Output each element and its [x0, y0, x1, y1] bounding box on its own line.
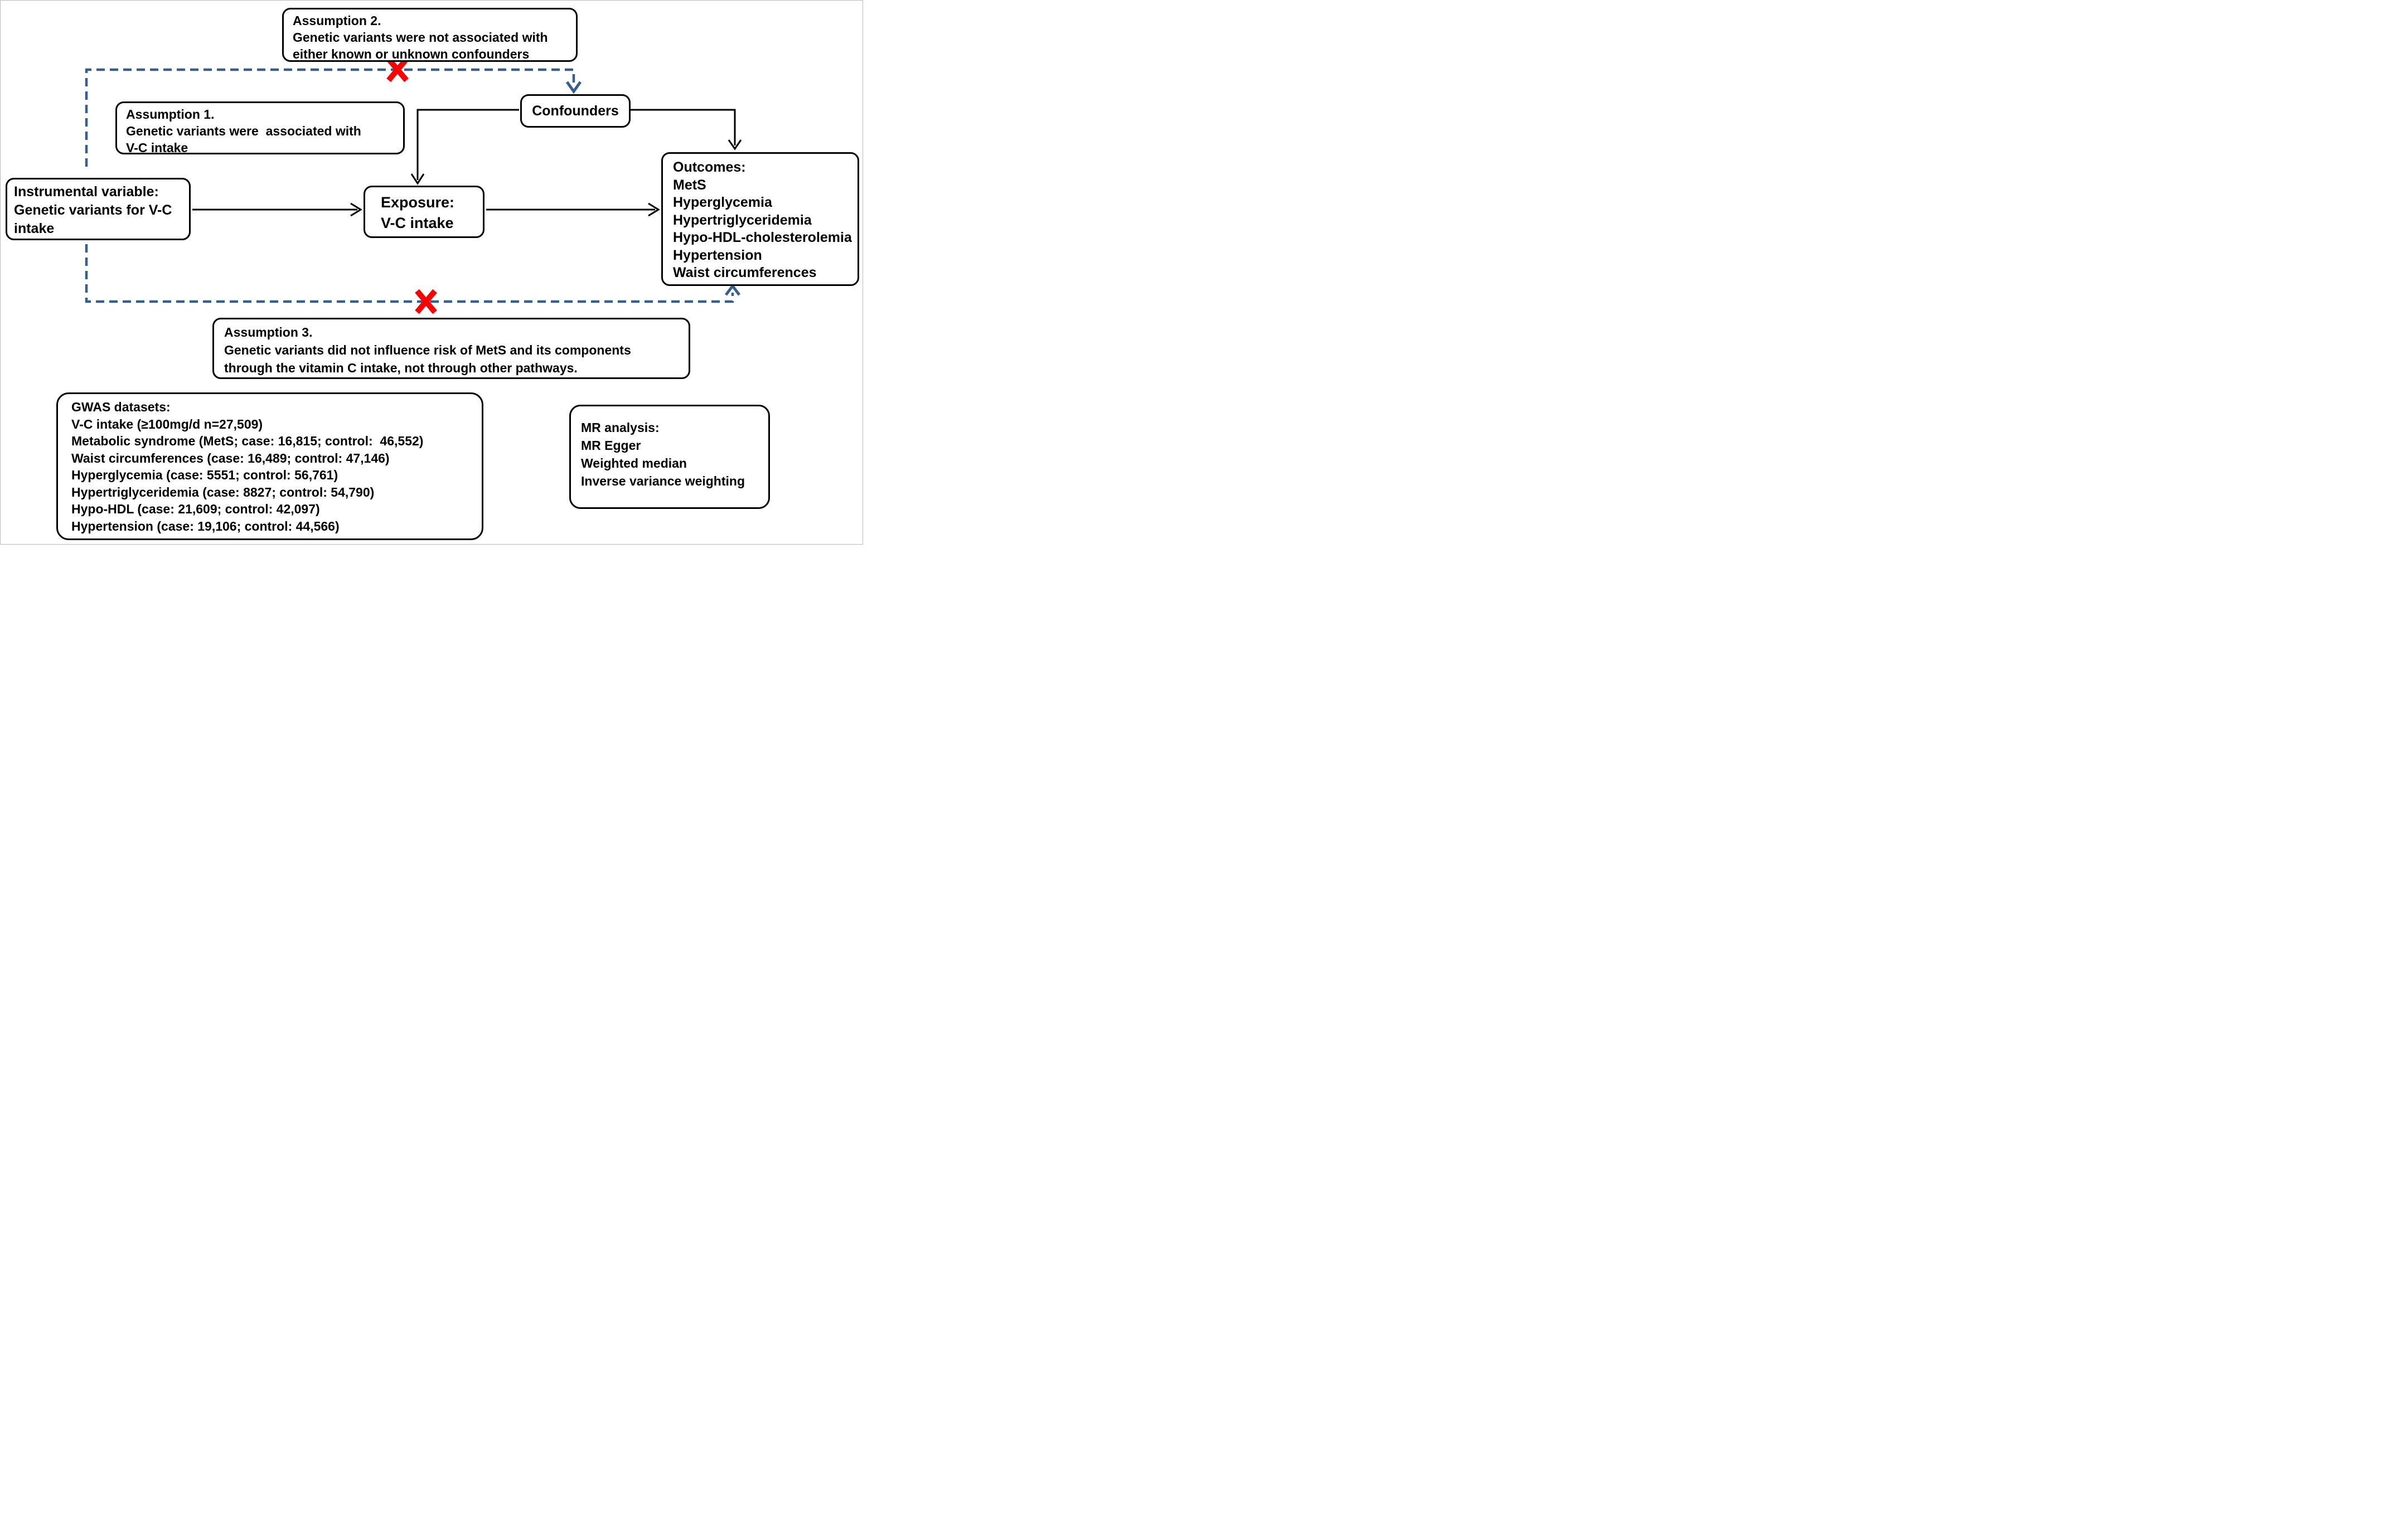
instrumental-line: Genetic variants for V-C — [14, 202, 172, 218]
connector-layer — [85, 57, 742, 314]
assumption1-line: V-C intake — [126, 140, 188, 155]
assumption2-line: Genetic variants were not associated wit… — [293, 30, 548, 45]
gwas-item: Hyperglycemia (case: 5551; control: 56,7… — [71, 468, 338, 482]
gwas-item: Hypo-HDL (case: 21,609; control: 42,097) — [71, 502, 320, 516]
mr-analysis-item: MR Egger — [581, 438, 641, 453]
gwas-title: GWAS datasets: — [71, 400, 171, 414]
arrow-confounders-to-outcomes — [631, 109, 742, 151]
assumption1-box: Assumption 1. Genetic variants were asso… — [115, 101, 405, 155]
assumption2-line: either known or unknown confounders — [293, 47, 530, 61]
dashed-arrow-iv-to-confounders — [85, 68, 582, 167]
outcomes-box: Outcomes: MetS Hyperglycemia Hypertrigly… — [661, 152, 859, 286]
assumption3-line: Genetic variants did not influence risk … — [224, 343, 631, 357]
mr-analysis-item: Inverse variance weighting — [581, 474, 745, 488]
instrumental-line: intake — [14, 221, 55, 236]
assumption2-box: Assumption 2. Genetic variants were not … — [282, 8, 578, 62]
mr-analysis-box: MR analysis: MR Egger Weighted median In… — [569, 405, 770, 509]
arrow-iv-to-exposure — [192, 202, 362, 217]
instrumental-line: Instrumental variable: — [14, 184, 159, 200]
outcomes-item: Hyperglycemia — [673, 195, 772, 210]
gwas-item: Hypertriglyceridemia (case: 8827; contro… — [71, 484, 375, 499]
outcomes-item: Hypertriglyceridemia — [673, 212, 812, 228]
arrow-confounders-to-exposure — [410, 109, 519, 185]
gwas-datasets-box: GWAS datasets: V-C intake (≥100mg/d n=27… — [56, 392, 483, 540]
gwas-item: Waist circumferences (case: 16,489; cont… — [71, 450, 390, 465]
mr-analysis-title: MR analysis: — [581, 420, 660, 435]
assumption3-box: Assumption 3. Genetic variants did not i… — [212, 318, 690, 379]
red-cross-bottom-icon — [415, 289, 437, 314]
dashed-arrow-iv-to-outcomes — [85, 244, 740, 303]
outcomes-item: Hypertension — [673, 247, 762, 263]
outcomes-title: Outcomes: — [673, 159, 746, 175]
outcomes-item: Hypo-HDL-cholesterolemia — [673, 230, 852, 245]
mr-assumptions-diagram: Assumption 2. Genetic variants were not … — [0, 0, 863, 545]
arrow-exposure-to-outcomes — [486, 202, 660, 217]
outcomes-item: MetS — [673, 177, 706, 193]
assumption2-title: Assumption 2. — [293, 13, 381, 28]
gwas-item: V-C intake (≥100mg/d n=27,509) — [71, 416, 263, 431]
assumption1-line: Genetic variants were associated with — [126, 124, 361, 138]
red-cross-top-icon — [386, 57, 409, 82]
gwas-item: Hypertension (case: 19,106; control: 44,… — [71, 518, 340, 533]
exposure-box: Exposure: V-C intake — [364, 186, 484, 238]
mr-analysis-item: Weighted median — [581, 456, 687, 470]
assumption3-line: through the vitamin C intake, not throug… — [224, 361, 578, 375]
confounders-label: Confounders — [532, 103, 619, 119]
instrumental-variable-box: Instrumental variable: Genetic variants … — [6, 178, 191, 240]
confounders-box: Confounders — [520, 94, 631, 128]
assumption3-title: Assumption 3. — [224, 325, 313, 339]
assumption1-title: Assumption 1. — [126, 107, 215, 122]
exposure-line: Exposure: — [381, 194, 455, 211]
outcomes-item: Waist circumferences — [673, 265, 817, 280]
gwas-item: Metabolic syndrome (MetS; case: 16,815; … — [71, 434, 424, 448]
exposure-line: V-C intake — [381, 215, 454, 231]
